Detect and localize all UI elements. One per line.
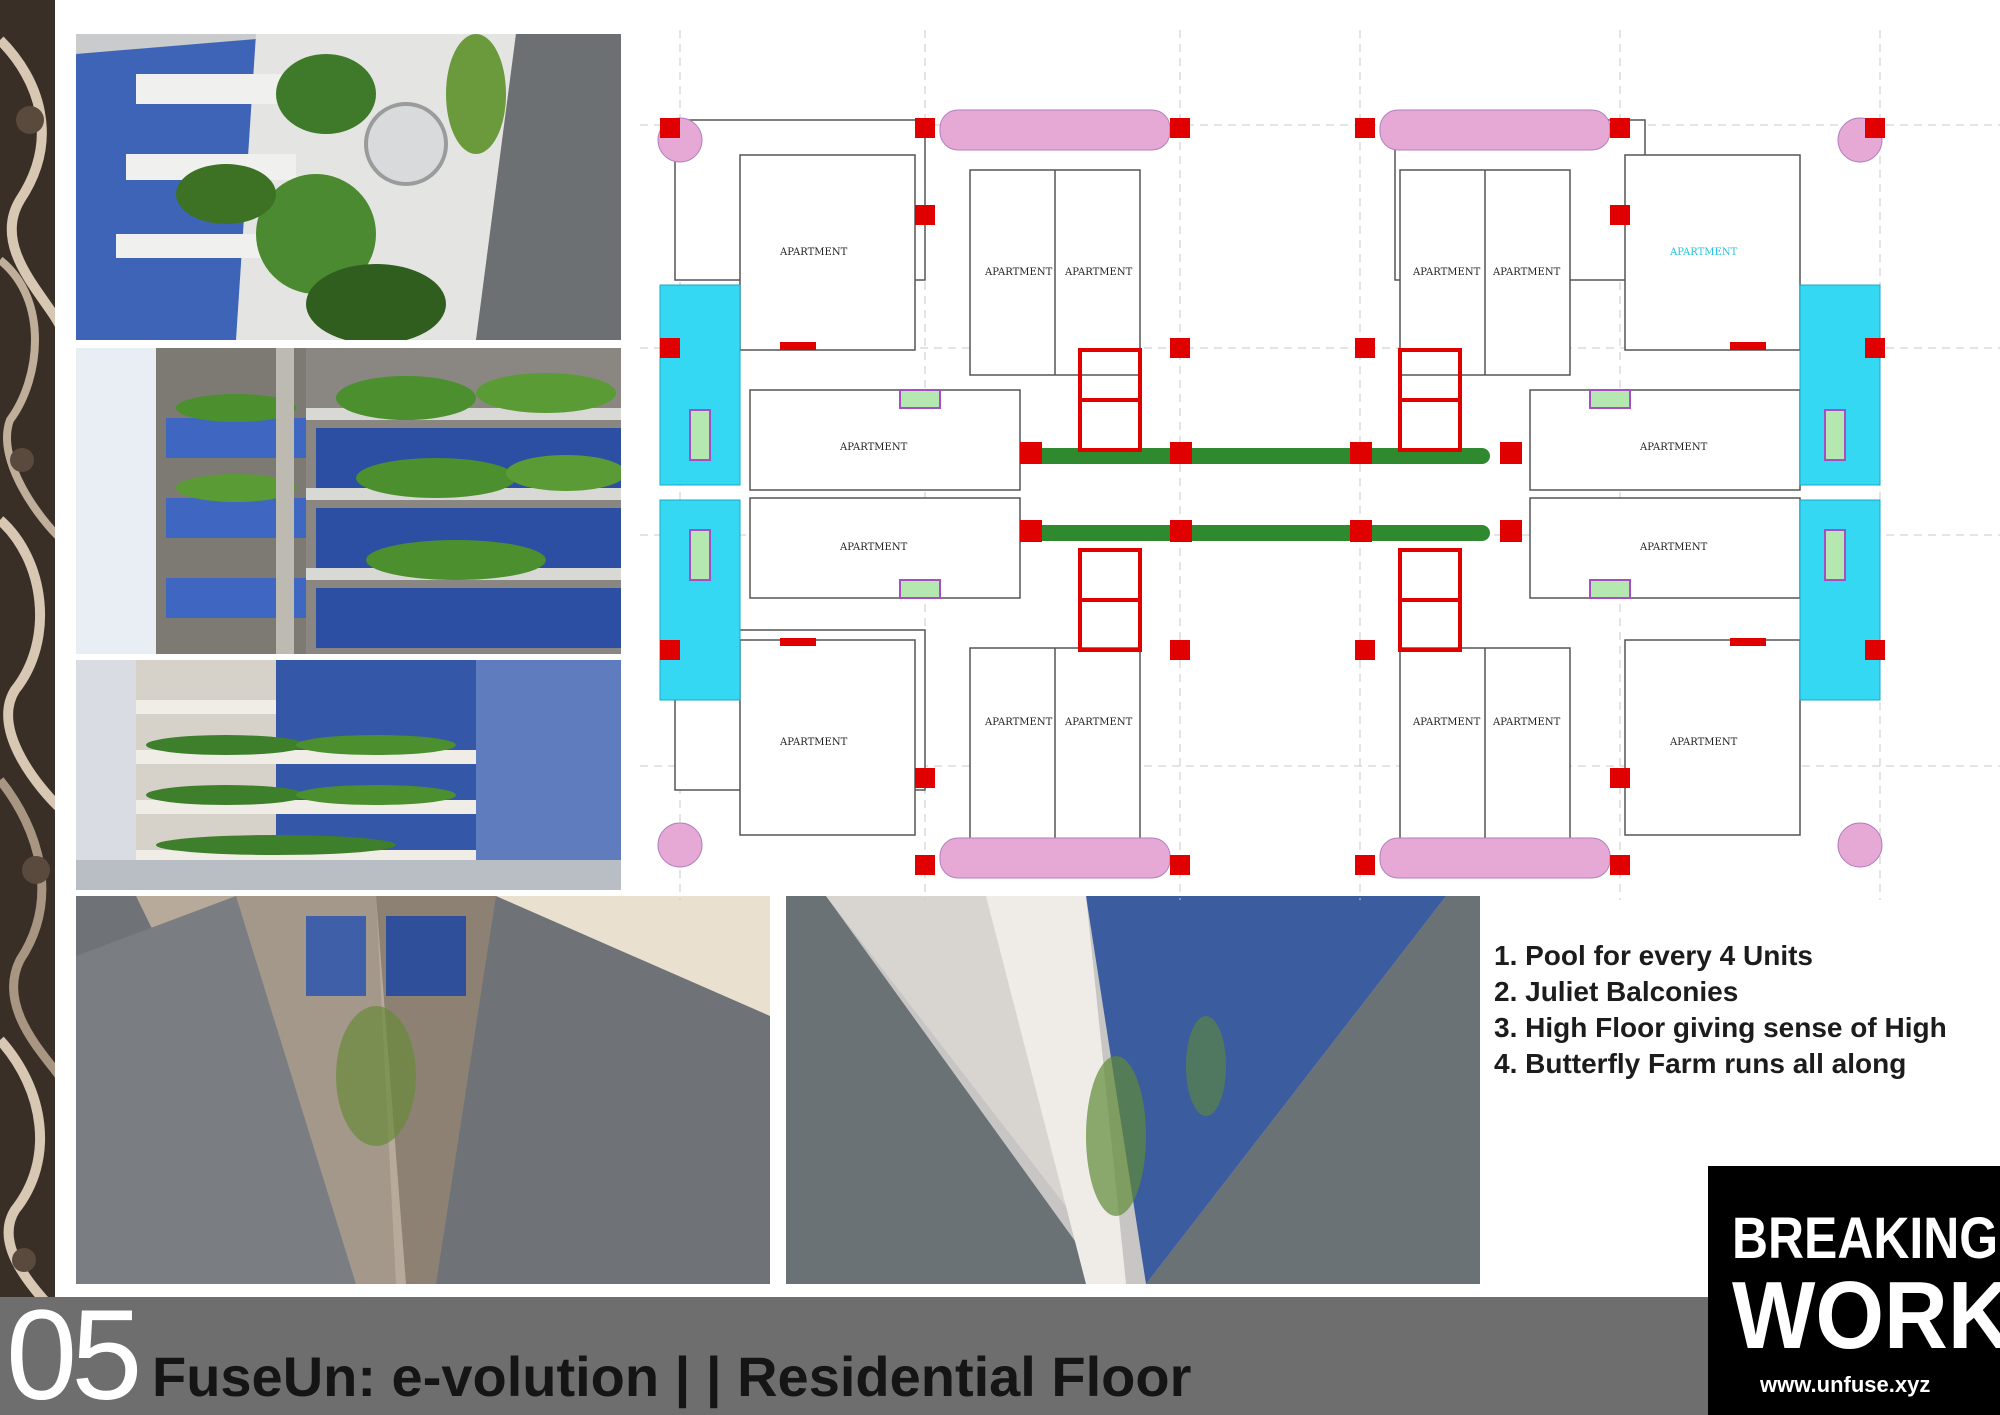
- render-aerial-view: [76, 34, 621, 340]
- plan-label-16: APARTMENT: [1669, 737, 1738, 748]
- render-worms-eye-view-2: [786, 896, 1480, 1284]
- plan-label-5: APARTMENT: [839, 542, 908, 553]
- design-note-3: 3. High Floor giving sense of High: [1494, 1012, 1947, 1043]
- plan-label-10: APARTMENT: [1492, 267, 1561, 278]
- design-notes-list: 1. Pool for every 4 Units 2. Juliet Balc…: [1494, 938, 1994, 1082]
- title-bar: [0, 1297, 1712, 1415]
- design-note-1: 1. Pool for every 4 Units: [1494, 940, 1813, 971]
- logo-line-1: BREAKING: [1732, 1206, 1999, 1271]
- plan-label-3: APARTMENT: [1064, 267, 1133, 278]
- plan-label-7: APARTMENT: [984, 717, 1053, 728]
- breaking-work-logo: BREAKING WORK www.unfuse.xyz: [1708, 1166, 2000, 1415]
- sheet-title: FuseUn: e-volution | | Residential Floor: [152, 1345, 1192, 1408]
- plan-label-15: APARTMENT: [1492, 717, 1561, 728]
- plan-label-9: APARTMENT: [1412, 267, 1481, 278]
- plan-label-4: APARTMENT: [839, 442, 908, 453]
- logo-line-2: WORK: [1732, 1262, 2000, 1369]
- plan-label-14: APARTMENT: [1412, 717, 1481, 728]
- plan-label-8: APARTMENT: [1064, 717, 1133, 728]
- plan-label-2: APARTMENT: [984, 267, 1053, 278]
- render-worms-eye-view-1: [76, 896, 770, 1284]
- plan-label-13: APARTMENT: [1639, 542, 1708, 553]
- design-note-2: 2. Juliet Balconies: [1494, 976, 1739, 1007]
- plan-label-12: APARTMENT: [1639, 442, 1708, 453]
- render-street-view: [76, 660, 621, 890]
- design-note-4: 4. Butterfly Farm runs all along: [1494, 1048, 1907, 1079]
- logo-url: www.unfuse.xyz: [1760, 1372, 1931, 1397]
- plan-label-1: APARTMENT: [779, 247, 848, 258]
- decorative-left-strip: [0, 0, 62, 1415]
- residential-floor-plan: APARTMENT APARTMENT APARTMENT APARTMENT …: [640, 30, 2000, 900]
- plan-label-6: APARTMENT: [779, 737, 848, 748]
- page-number: 05: [6, 1284, 142, 1415]
- render-facade-balconies: [76, 348, 621, 654]
- plan-label-11: APARTMENT: [1669, 247, 1738, 258]
